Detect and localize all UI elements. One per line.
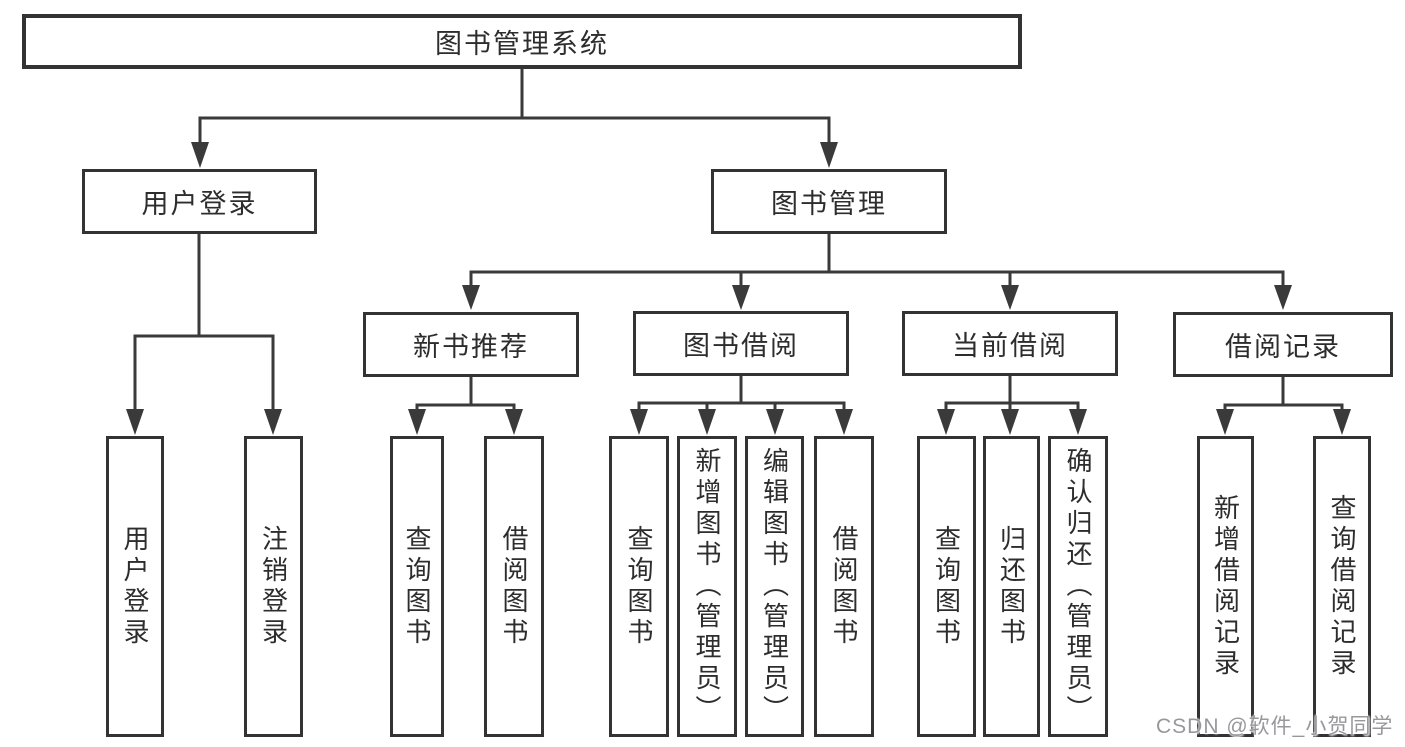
node-book-borrow: 图书借阅 [633,311,849,376]
csdn-watermark: CSDN @软件_小贺同学 [1156,715,1394,738]
leaf-user-login: 用户登录 [106,436,164,737]
node-borrow-records: 借阅记录 [1173,312,1393,377]
node-new-book-recommend: 新书推荐 [363,312,579,377]
leaf-borrow-add-books-admin: 新增图书（管理员） [677,436,737,737]
node-book-management: 图书管理 [711,169,947,234]
leaf-borrow-borrow-books: 借阅图书 [814,436,874,737]
leaf-logout: 注销登录 [244,436,303,737]
node-user-login: 用户登录 [82,169,317,234]
node-library-system: 图书管理系统 [22,14,1022,69]
leaf-current-query-books: 查询图书 [917,436,976,737]
connector-paths [133,68,1344,412]
leaf-records-query-record: 查询借阅记录 [1313,436,1371,737]
leaf-recommend-query-books: 查询图书 [390,436,444,737]
leaf-borrow-query-books: 查询图书 [609,436,669,737]
node-current-borrow: 当前借阅 [902,311,1118,376]
leaf-current-confirm-return-admin: 确认归还（管理员） [1048,436,1108,737]
arrowheads [126,142,1351,435]
leaf-records-add-record: 新增借阅记录 [1197,436,1254,737]
leaf-current-return-books: 归还图书 [983,436,1040,737]
leaf-recommend-borrow-books: 借阅图书 [484,436,544,737]
leaf-borrow-edit-books-admin: 编辑图书（管理员） [745,436,804,737]
